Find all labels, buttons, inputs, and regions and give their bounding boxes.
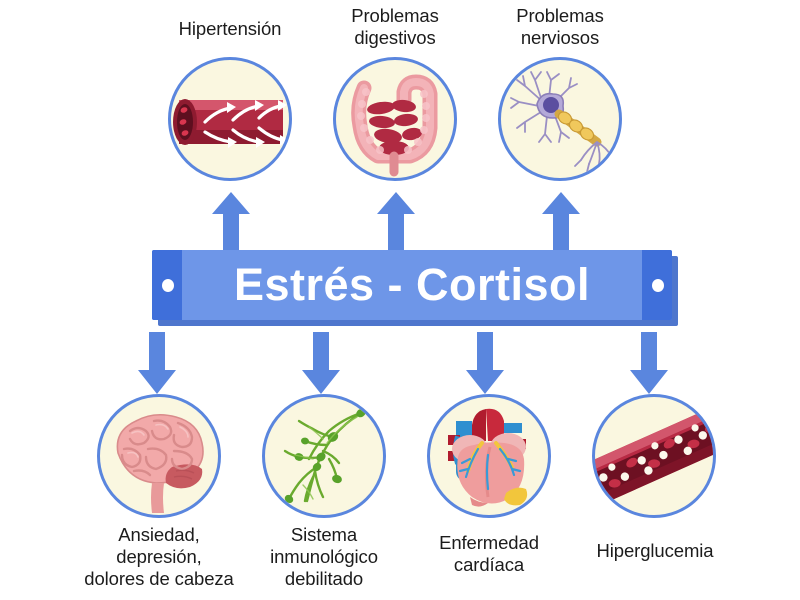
arrow-down-sistema-inmunologico bbox=[302, 332, 340, 399]
bottom-label-sistema-inmunologico: Sistema inmunológico debilitado bbox=[270, 524, 378, 589]
banner-title: Estrés - Cortisol bbox=[233, 259, 591, 310]
bottom-circle-ansiedad bbox=[97, 394, 221, 518]
top-circle-problemas-digestivos bbox=[333, 57, 457, 181]
bottom-circle-sistema-inmunologico bbox=[262, 394, 386, 518]
arrow-down-hiperglucemia bbox=[630, 332, 668, 399]
bottom-circle-hiperglucemia bbox=[592, 394, 716, 518]
bottom-label-hiperglucemia: Hiperglucemia bbox=[596, 540, 714, 561]
arrow-up-problemas-digestivos bbox=[377, 192, 415, 257]
banner-hole-right bbox=[652, 279, 664, 292]
top-circle-problemas-nerviosos bbox=[498, 57, 622, 181]
top-label-problemas-nerviosos: Problemas nerviosos bbox=[516, 5, 604, 48]
top-circle-hipertension bbox=[168, 57, 292, 181]
banner-hole-left bbox=[162, 279, 174, 292]
blood-vessel-glucose-icon bbox=[595, 405, 713, 509]
brain-icon bbox=[116, 413, 204, 513]
intestines-icon bbox=[351, 74, 438, 177]
arrow-up-problemas-nerviosos bbox=[542, 192, 580, 257]
lymphatic-vessels-icon bbox=[283, 408, 366, 504]
banner-cap-left bbox=[152, 250, 182, 320]
blood-vessel-flow-icon bbox=[173, 99, 289, 148]
banner-cap-right bbox=[642, 250, 672, 320]
bottom-circle-enfermedad-cardiaca bbox=[427, 394, 551, 518]
arrow-down-enfermedad-cardiaca bbox=[466, 332, 504, 399]
top-label-problemas-digestivos: Problemas digestivos bbox=[351, 5, 439, 48]
arrow-up-hipertension bbox=[212, 192, 250, 257]
banner-body: Estrés - Cortisol bbox=[152, 250, 672, 320]
central-banner: Estrés - Cortisol bbox=[152, 250, 678, 326]
bottom-label-ansiedad: Ansiedad, depresión, dolores de cabeza bbox=[84, 524, 234, 589]
heart-icon bbox=[448, 408, 528, 507]
arrow-down-ansiedad bbox=[138, 332, 176, 399]
bottom-label-enfermedad-cardiaca: Enfermedad cardíaca bbox=[439, 532, 539, 575]
neuron-icon bbox=[510, 71, 616, 173]
top-label-hipertension: Hipertensión bbox=[178, 18, 282, 39]
